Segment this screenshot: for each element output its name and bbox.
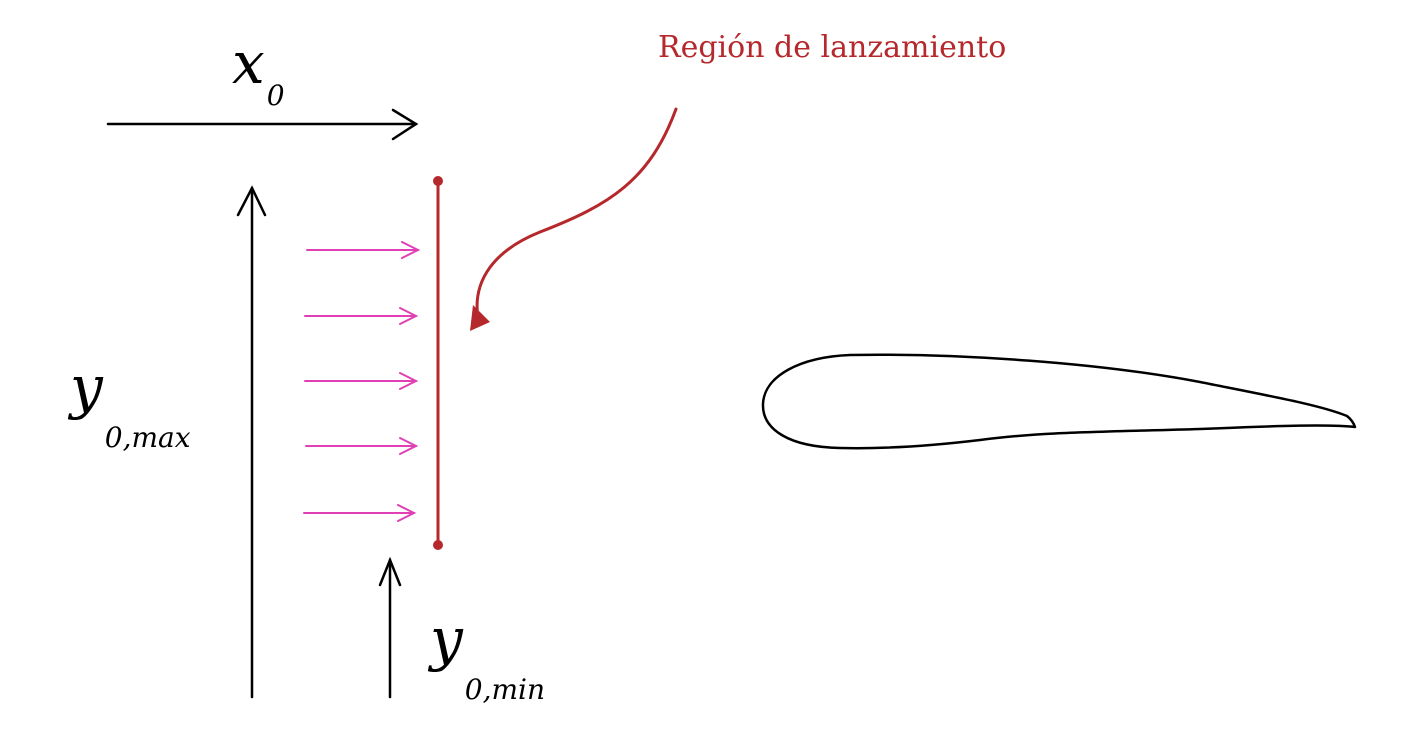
x0-arrow <box>106 108 419 141</box>
airfoil-shape <box>761 353 1357 450</box>
launch-region-segment <box>433 176 443 550</box>
y0-max-label: y0,max <box>70 353 191 454</box>
flow-arrows <box>303 241 421 522</box>
y0-min-arrow <box>378 556 402 699</box>
y0-min-label: y0,min <box>430 605 546 706</box>
segment-bottom-endpoint <box>433 540 443 550</box>
x0-label: x0 <box>232 29 285 112</box>
segment-top-endpoint <box>433 176 443 186</box>
launch-region-label: Región de lanzamiento <box>658 30 1007 65</box>
flow-arrow <box>303 504 417 522</box>
y0-max-arrow <box>236 185 267 699</box>
flow-arrow <box>304 307 419 325</box>
flow-arrow <box>304 372 419 390</box>
flow-arrow <box>305 437 419 455</box>
region-pointer-arrow <box>470 107 678 331</box>
flow-arrow <box>306 241 421 259</box>
